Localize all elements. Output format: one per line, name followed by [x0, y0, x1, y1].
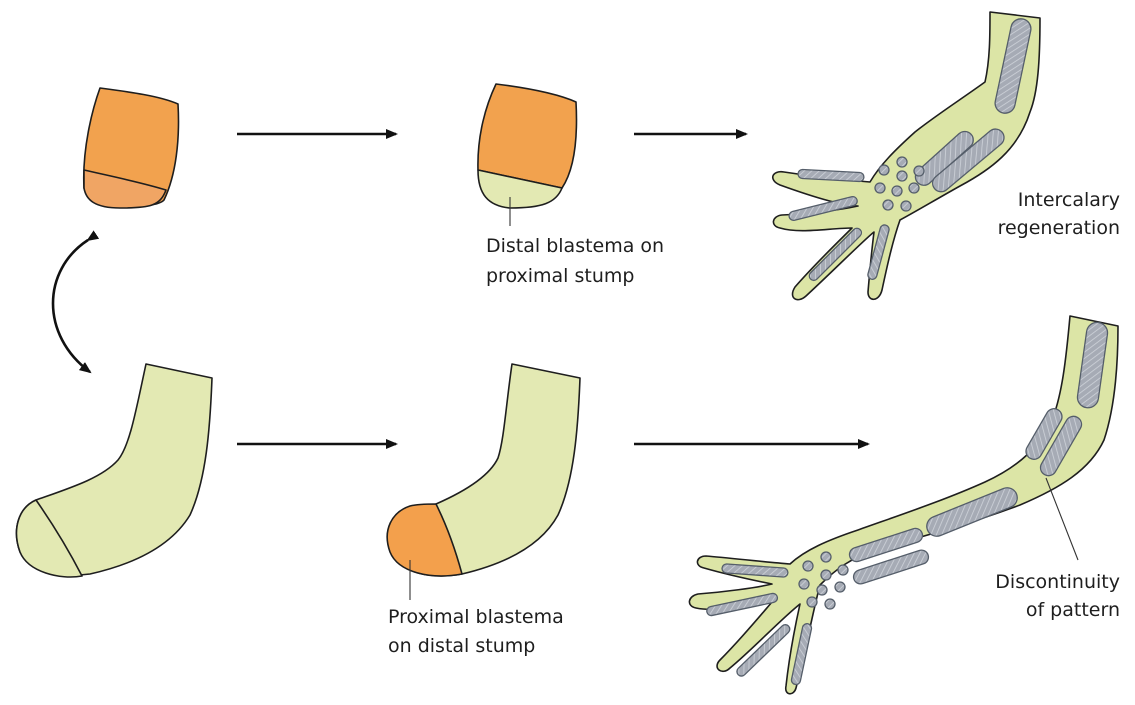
label-discontinuity-line2: of pattern	[1026, 599, 1120, 621]
proximal-stump-cut-piece	[84, 88, 179, 208]
label-discontinuity-line1: Discontinuity	[995, 571, 1120, 593]
label-intercalary-line1: Intercalary	[1018, 189, 1120, 211]
label-distal-blastema-line2: proximal stump	[486, 265, 634, 287]
distal-stump-cut-piece	[17, 364, 212, 577]
leader-line-discontinuity	[1046, 478, 1078, 560]
distal-blastema-on-proximal-stump	[478, 84, 577, 208]
regenerated-limb-intercalary	[773, 12, 1040, 300]
label-distal-blastema-line1: Distal blastema on	[486, 235, 664, 257]
proximal-blastema-on-distal-stump	[387, 364, 580, 576]
label-intercalary-line2: regeneration	[998, 217, 1120, 239]
label-proximal-blastema-line2: on distal stump	[388, 635, 535, 657]
label-proximal-blastema-line1: Proximal blastema	[388, 606, 564, 628]
regenerated-limb-discontinuity	[689, 316, 1118, 694]
curved-double-arrow-icon	[53, 240, 90, 372]
